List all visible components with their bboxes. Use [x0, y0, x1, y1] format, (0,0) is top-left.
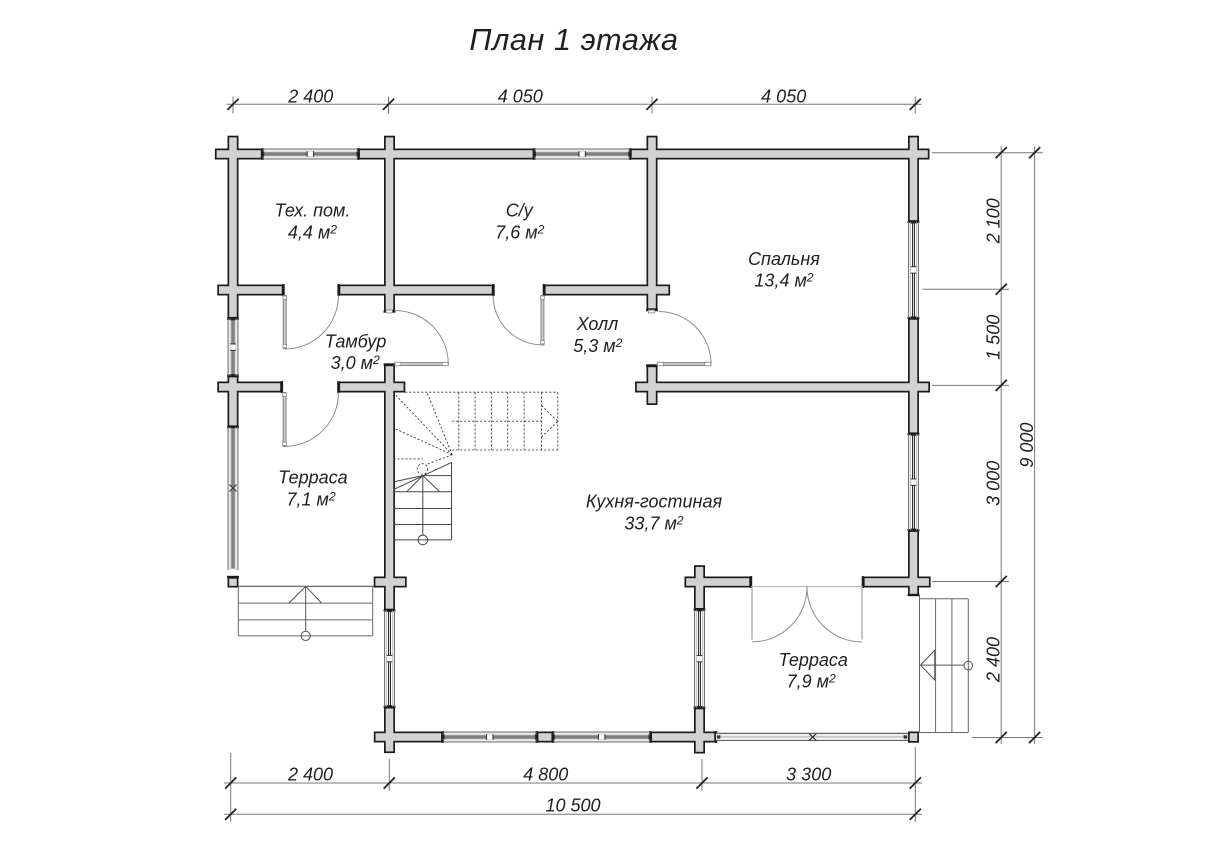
svg-text:2 400: 2 400 — [984, 637, 1004, 683]
svg-text:3,0 м2: 3,0 м2 — [331, 353, 380, 373]
svg-text:Спальня: Спальня — [748, 249, 820, 269]
svg-text:7,9 м2: 7,9 м2 — [787, 672, 836, 692]
svg-text:9 000: 9 000 — [1017, 423, 1037, 468]
svg-text:Тех. пом.: Тех. пом. — [274, 201, 350, 221]
svg-text:4 050: 4 050 — [761, 86, 806, 106]
svg-text:1 500: 1 500 — [984, 315, 1004, 360]
svg-text:4,4 м2: 4,4 м2 — [288, 222, 337, 242]
svg-text:Кухня-гостиная: Кухня-гостиная — [586, 492, 723, 512]
svg-text:План 1 этажа: План 1 этажа — [469, 23, 678, 57]
svg-text:3 300: 3 300 — [786, 764, 831, 784]
svg-text:С/у: С/у — [506, 201, 534, 221]
svg-text:Тамбур: Тамбур — [325, 331, 387, 351]
svg-text:4 050: 4 050 — [498, 86, 543, 106]
svg-text:5,3 м2: 5,3 м2 — [573, 336, 622, 356]
svg-text:2 400: 2 400 — [287, 764, 333, 784]
svg-text:3 000: 3 000 — [984, 461, 1004, 506]
svg-text:4 800: 4 800 — [523, 764, 568, 784]
svg-text:10 500: 10 500 — [545, 796, 600, 816]
svg-text:13,4 м2: 13,4 м2 — [754, 271, 813, 291]
svg-text:2 400: 2 400 — [287, 86, 333, 106]
svg-text:33,7 м2: 33,7 м2 — [624, 514, 683, 534]
svg-text:Холл: Холл — [576, 314, 619, 334]
svg-text:7,6 м2: 7,6 м2 — [495, 222, 544, 242]
svg-text:Терраса: Терраса — [278, 468, 347, 488]
svg-text:Терраса: Терраса — [778, 650, 847, 670]
svg-text:7,1 м2: 7,1 м2 — [287, 490, 336, 510]
svg-text:2 100: 2 100 — [984, 198, 1004, 244]
